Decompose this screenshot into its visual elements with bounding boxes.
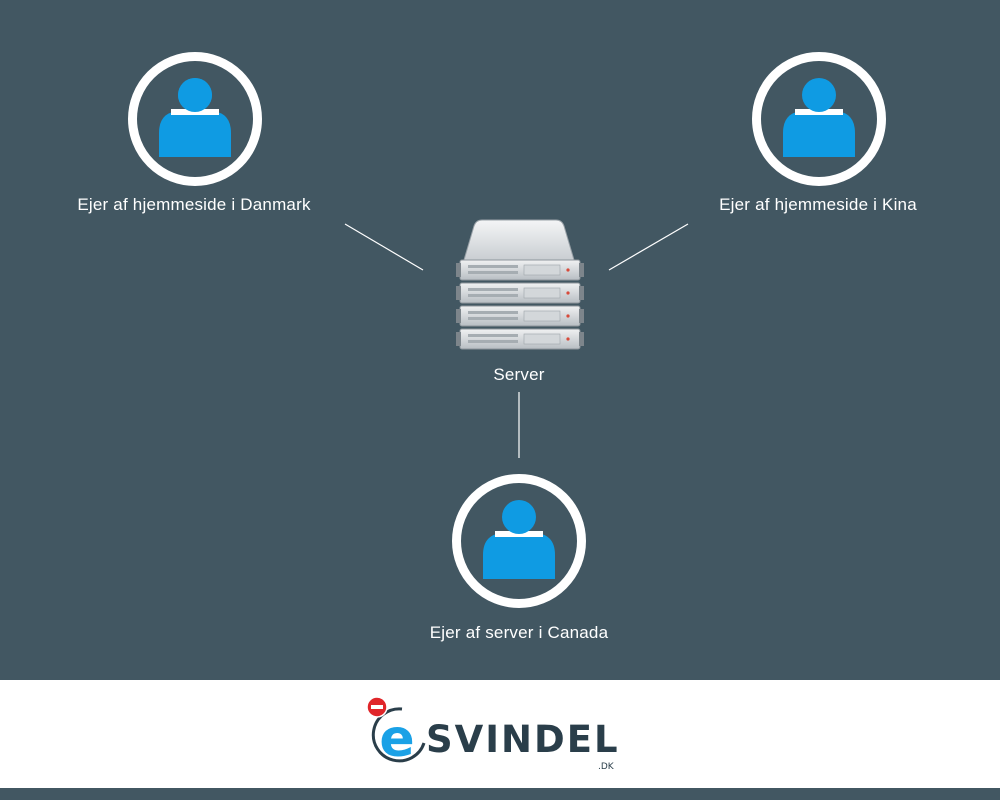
avatar-ring <box>128 52 262 186</box>
network-diagram: Ejer af hjemmeside i Danmark Ejer af hje… <box>77 52 917 642</box>
avatar-ring <box>452 474 586 608</box>
label-owner-denmark: Ejer af hjemmeside i Danmark <box>77 195 311 214</box>
logo-wordmark: SVINDEL <box>426 718 620 761</box>
connector-denmark-server <box>344 223 424 271</box>
label-owner-canada: Ejer af server i Canada <box>429 623 609 642</box>
avatar-ring <box>752 52 886 186</box>
person-icon <box>783 78 855 157</box>
label-server: Server <box>493 365 545 384</box>
footer-strip <box>0 788 1000 800</box>
server-rack-icon <box>456 219 584 350</box>
connector-lines <box>344 223 689 458</box>
connector-china-server <box>608 223 689 271</box>
logo-letter: e <box>379 709 414 765</box>
label-owner-china: Ejer af hjemmeside i Kina <box>719 195 917 214</box>
footer-bar <box>0 680 1000 788</box>
person-icon <box>159 78 231 157</box>
logo-e-mark: e <box>371 707 426 765</box>
no-entry-icon <box>366 696 388 718</box>
logo-domain-suffix: .DK <box>598 762 614 772</box>
esvindel-logo: e SVINDEL .DK <box>362 693 632 778</box>
person-icon <box>483 500 555 579</box>
